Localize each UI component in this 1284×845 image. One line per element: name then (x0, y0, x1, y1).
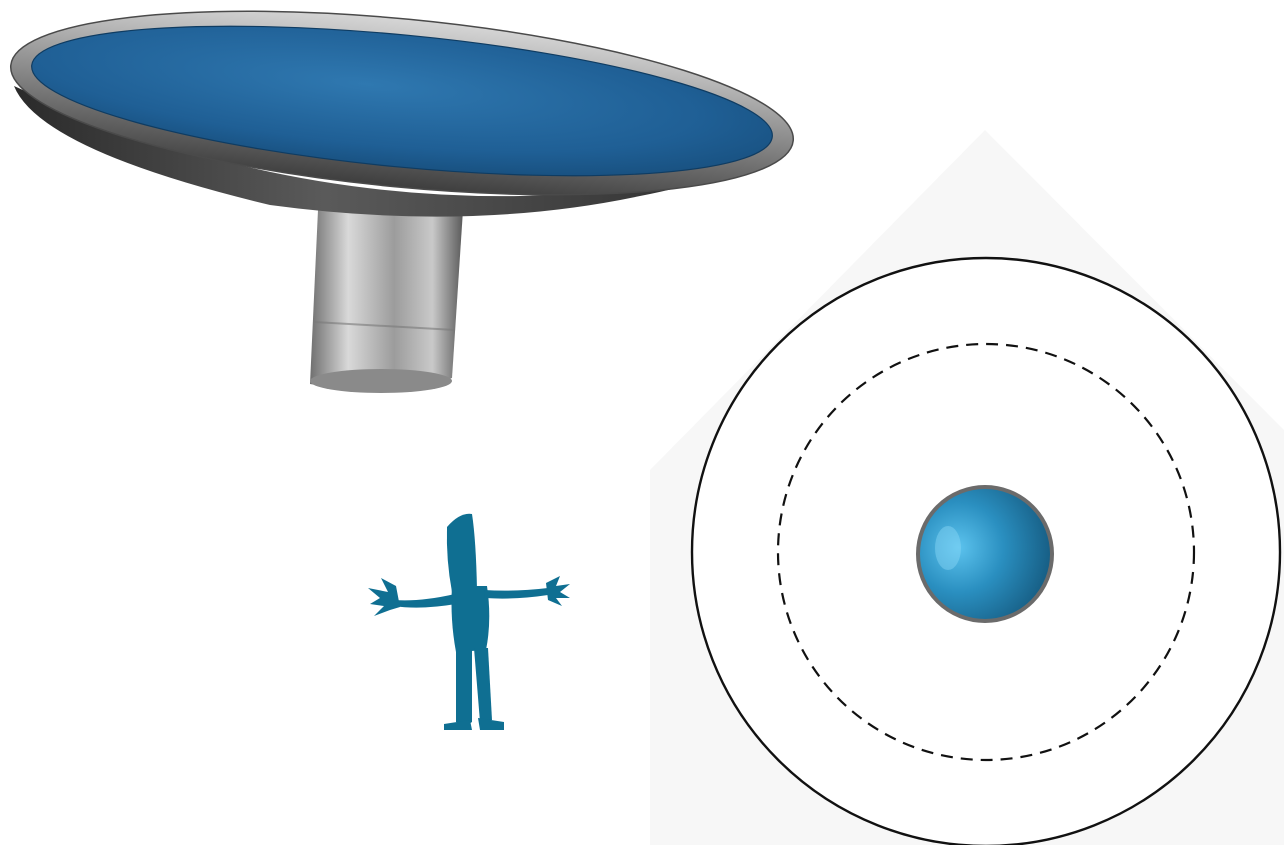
dish-on-stem (9, 10, 795, 217)
dish-stem (310, 210, 463, 393)
dish-surface (31, 25, 773, 177)
human-scale-figure (368, 513, 570, 730)
dashed-circle (776, 342, 1196, 762)
blue-sphere (916, 485, 1054, 623)
